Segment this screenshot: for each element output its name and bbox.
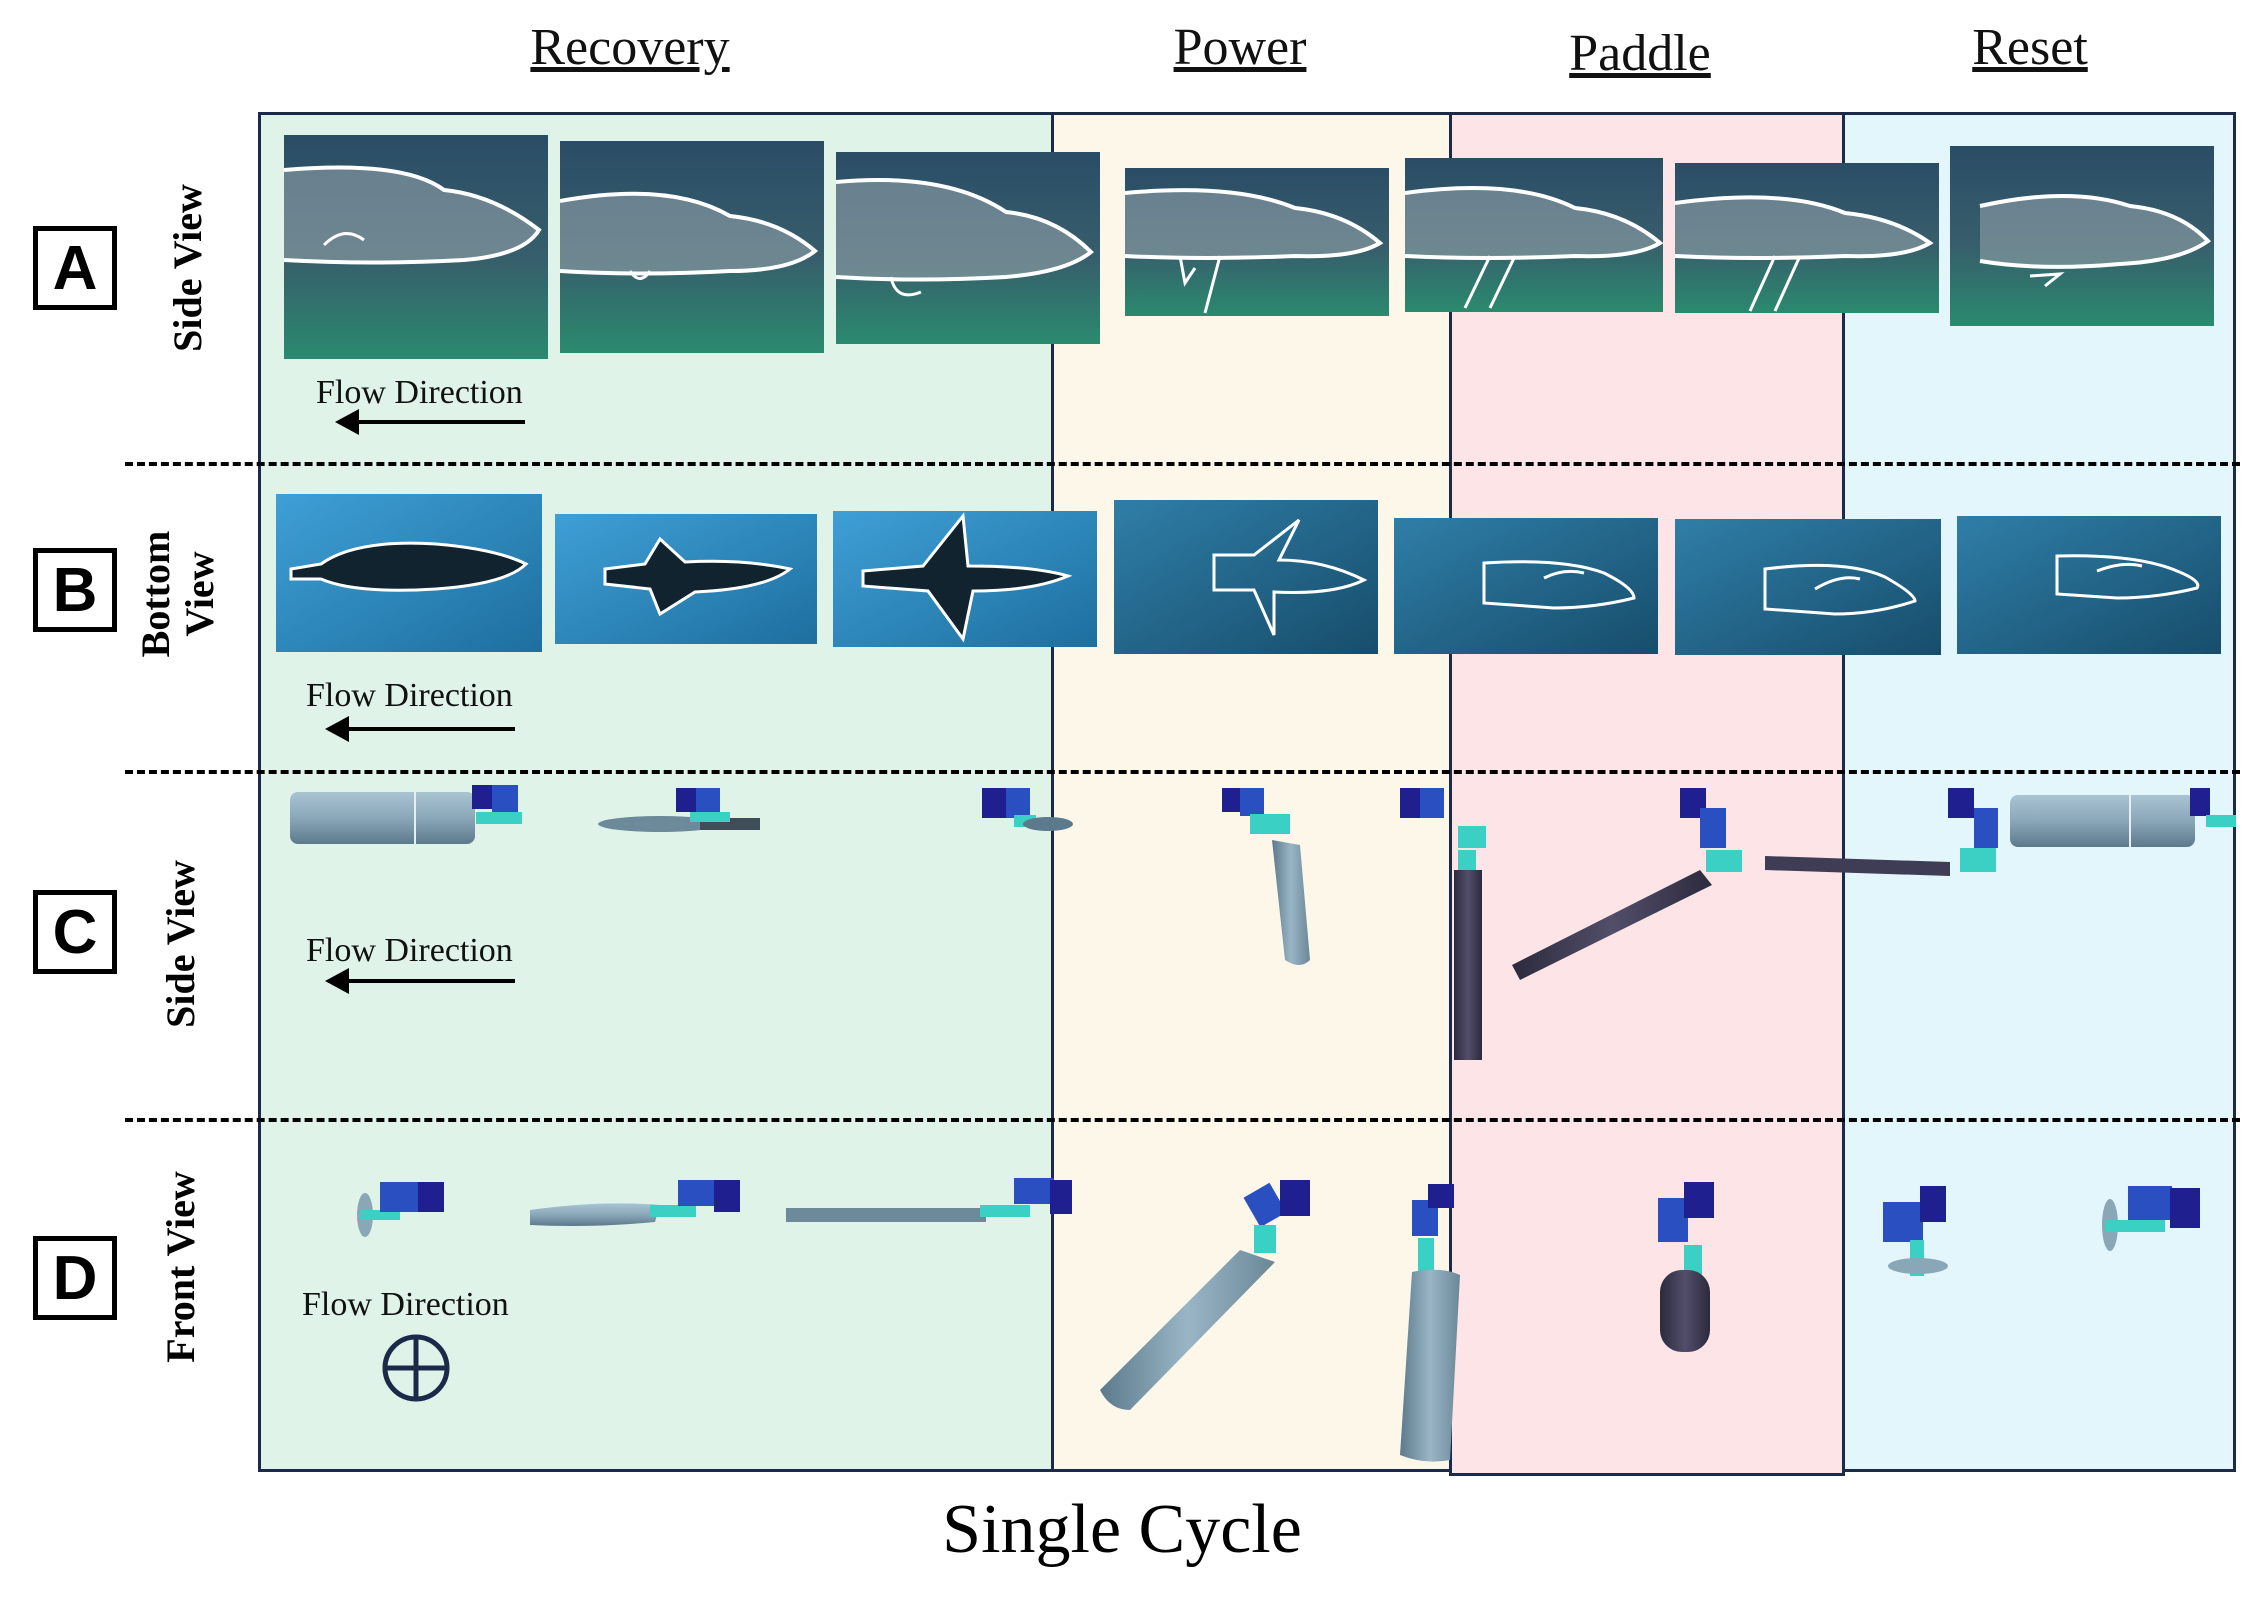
flow-arrow-a (335, 409, 525, 435)
flow-label-c: Flow Direction (306, 932, 513, 969)
robot-front-pose-6 (1658, 1182, 1714, 1352)
robot-side-pose-1 (290, 785, 522, 844)
row-letter-a: A (33, 226, 117, 310)
phase-title-reset: Reset (1972, 19, 2088, 76)
seal-side-frame-3 (836, 152, 1100, 344)
robot-front-pose-7 (1883, 1186, 1948, 1276)
robot-front-pose-5 (1400, 1184, 1460, 1462)
seal-side-frame-7 (1950, 146, 2214, 326)
seal-side-frame-4 (1125, 168, 1389, 316)
seal-bottom-frame-7 (1957, 516, 2221, 654)
row-view-label-a: Side View (165, 184, 210, 352)
row-letter-d: D (33, 1236, 117, 1320)
robot-side-pose-7 (1948, 788, 2236, 872)
phase-title-paddle: Paddle (1569, 25, 1711, 82)
seal-bottom-frame-1 (276, 494, 542, 652)
robot-side-pose-6 (1512, 788, 1950, 980)
single-cycle-label: Single Cycle (942, 1491, 1302, 1568)
robot-front-pose-2 (530, 1180, 740, 1226)
seal-side-frame-5 (1405, 158, 1663, 312)
row-divider-bc (125, 770, 2240, 774)
phase-title-power: Power (1173, 19, 1307, 76)
robot-front-pose-3 (786, 1178, 1072, 1222)
seal-side-frame-2 (560, 141, 824, 353)
seal-bottom-frame-4 (1114, 500, 1378, 654)
seal-bottom-frame-6 (1675, 519, 1941, 655)
flow-into-page-icon (382, 1334, 450, 1402)
robot-front-pose-1 (357, 1182, 444, 1237)
flow-arrow-c (325, 968, 515, 994)
phase-panel-paddle (1449, 112, 1845, 1476)
seal-bottom-frame-3 (833, 511, 1097, 647)
seal-bottom-frame-2 (555, 514, 817, 644)
flow-arrow-b (325, 716, 515, 742)
robot-side-pose-3 (982, 788, 1073, 831)
row-view-label-b-text: Bottom View (133, 530, 222, 658)
row-divider-ab (125, 462, 2240, 466)
flow-label-a: Flow Direction (316, 374, 523, 411)
row-divider-cd (125, 1118, 2240, 1122)
row-view-label-d: Front View (158, 1171, 203, 1363)
robot-side-pose-5 (1400, 788, 1486, 1060)
robot-front-view-panel (357, 1178, 2200, 1462)
row-view-label-b: Bottom View (133, 524, 222, 664)
robot-side-view-panel (290, 785, 2236, 1060)
robot-side-pose-4 (1222, 788, 1310, 965)
robot-front-pose-8 (2102, 1186, 2200, 1251)
seal-bottom-frame-5 (1394, 518, 1658, 654)
robot-side-pose-2 (598, 788, 760, 832)
phase-panel-reset (1842, 112, 2236, 1472)
row-letter-c: C (33, 890, 117, 974)
seal-side-frame-1 (284, 135, 548, 359)
robot-front-pose-4 (1100, 1180, 1310, 1410)
row-view-label-c: Side View (158, 860, 203, 1028)
seal-side-frame-6 (1675, 163, 1939, 313)
row-letter-b: B (33, 548, 117, 632)
flow-label-d: Flow Direction (302, 1286, 509, 1323)
phase-title-recovery: Recovery (530, 19, 730, 76)
flow-label-b: Flow Direction (306, 677, 513, 714)
